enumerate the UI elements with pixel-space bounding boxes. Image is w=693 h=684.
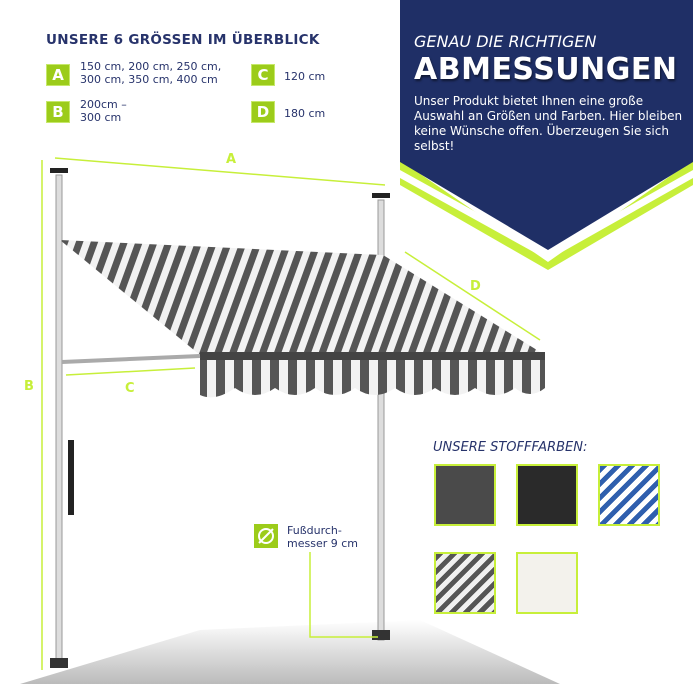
swatch-cream[interactable] — [516, 552, 578, 614]
badge-a: A — [46, 64, 70, 86]
swatch-grey-white[interactable] — [434, 552, 496, 614]
diameter-icon — [254, 524, 278, 548]
size-c-value: 120 cm — [284, 70, 326, 83]
banner-text: Unser Produkt bietet Ihnen eine große Au… — [414, 94, 683, 153]
label-c: C — [125, 381, 135, 396]
size-b-value: 200cm –300 cm — [80, 98, 127, 124]
label-b: B — [24, 379, 34, 394]
banner-subtitle: GENAU DIE RICHTIGEN — [414, 32, 597, 51]
label-a: A — [226, 152, 236, 167]
banner-title: ABMESSUNGEN — [414, 52, 678, 87]
foot-diameter-text: Fußdurch-messer 9 cm — [287, 524, 358, 550]
colors-title: UNSERE STOFFFARBEN: — [433, 440, 588, 455]
banner-background — [400, 0, 693, 270]
size-a-value: 150 cm, 200 cm, 250 cm,300 cm, 350 cm, 4… — [80, 60, 222, 86]
badge-c: C — [251, 64, 275, 86]
swatch-blue-white[interactable] — [598, 464, 660, 526]
sizes-title: UNSERE 6 GRÖSSEN IM ÜBERBLICK — [46, 32, 320, 48]
swatch-black[interactable] — [516, 464, 578, 526]
label-d: D — [470, 279, 481, 294]
badge-d: D — [251, 101, 275, 123]
size-d-value: 180 cm — [284, 107, 326, 120]
badge-b: B — [46, 101, 70, 123]
swatch-anthracite[interactable] — [434, 464, 496, 526]
